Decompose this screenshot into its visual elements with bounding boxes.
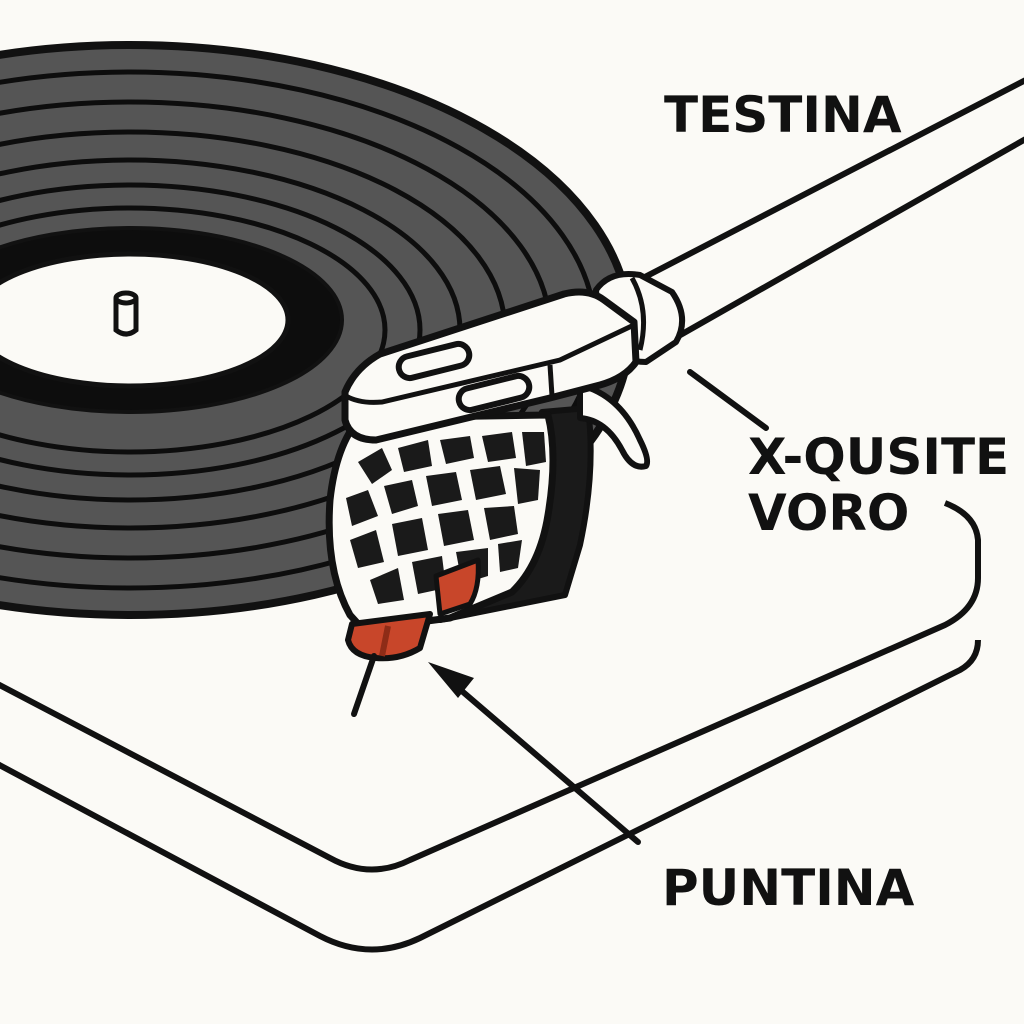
spindle-icon (113, 290, 139, 337)
label-cartridge-line1: X-QUSITE (748, 428, 1009, 486)
headshell-slot (395, 340, 473, 382)
arrow-icon (428, 662, 641, 845)
headshell-slot (455, 372, 533, 414)
label-testina: TESTINA (664, 86, 902, 144)
label-cartridge-line2: VORO (748, 484, 909, 542)
label-puntina: PUNTINA (662, 859, 915, 917)
turntable-plinth (0, 500, 981, 953)
testina-leader-line (687, 369, 769, 431)
headshell (341, 288, 651, 470)
record-label-disc (0, 251, 291, 389)
cartridge-lattice (325, 405, 594, 630)
stylus-icon (345, 611, 433, 717)
